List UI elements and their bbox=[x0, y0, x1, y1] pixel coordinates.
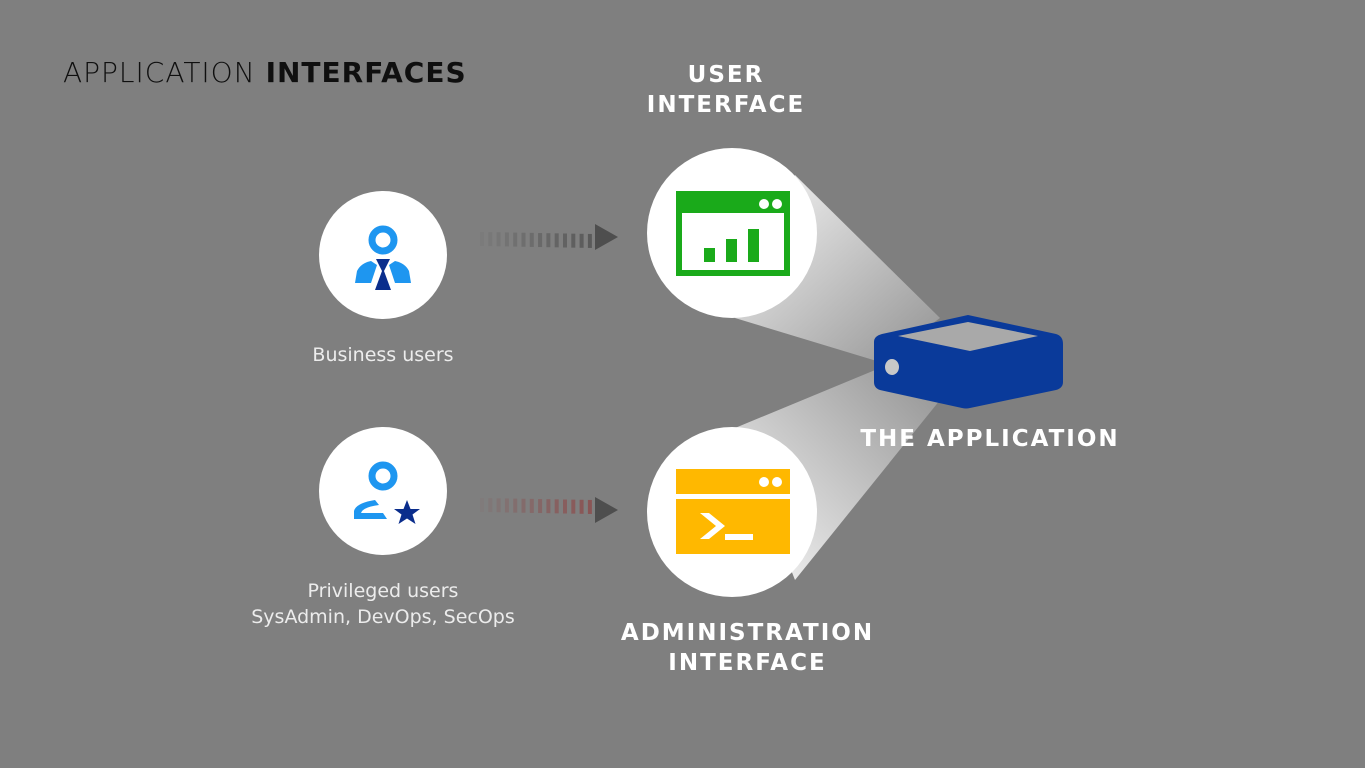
application-label: THE APPLICATION bbox=[860, 426, 1120, 452]
arrow-dash bbox=[480, 232, 484, 246]
business-users-label: Business users bbox=[312, 344, 454, 366]
page-title: APPLICATION INTERFACES bbox=[63, 56, 467, 89]
user-interface-heading-line1: USER bbox=[687, 62, 765, 88]
arrow-dash bbox=[504, 498, 509, 513]
arrow-dash bbox=[587, 499, 592, 514]
privileged-users-roles: SysAdmin, DevOps, SecOps bbox=[251, 606, 515, 628]
user-interface-heading: USER INTERFACE bbox=[620, 60, 832, 120]
privileged-users-label: Privileged users SysAdmin, DevOps, SecOp… bbox=[203, 578, 563, 630]
terminal-window-icon bbox=[676, 469, 790, 554]
admin-interface-circle bbox=[647, 427, 817, 597]
arrow-privileged-to-admin bbox=[480, 497, 618, 523]
arrow-dash bbox=[579, 499, 584, 514]
admin-interface-heading-line1: ADMINISTRATION bbox=[620, 620, 875, 646]
arrow-dash bbox=[587, 233, 592, 248]
arrow-dash bbox=[513, 232, 518, 247]
arrow-dash bbox=[563, 233, 567, 248]
title-prefix: APPLICATION bbox=[63, 56, 256, 89]
arrow-dash bbox=[538, 499, 543, 514]
arrow-dash bbox=[513, 498, 518, 513]
arrow-dash bbox=[554, 233, 559, 248]
privileged-user-circle bbox=[319, 427, 447, 555]
arrow-dash bbox=[546, 233, 551, 248]
title-emphasis: INTERFACES bbox=[265, 56, 467, 89]
arrow-dash bbox=[529, 498, 534, 513]
privileged-user-star-icon bbox=[354, 461, 420, 524]
arrow-dash bbox=[571, 499, 576, 514]
arrow-dash bbox=[529, 232, 534, 247]
server-box-icon bbox=[874, 315, 1063, 409]
admin-interface-heading: ADMINISTRATION INTERFACE bbox=[600, 618, 895, 678]
privileged-users-title: Privileged users bbox=[307, 580, 459, 602]
arrow-dash bbox=[571, 233, 576, 248]
business-user-icon bbox=[355, 225, 411, 290]
dashboard-window-icon bbox=[676, 191, 790, 276]
arrow-dash bbox=[521, 498, 526, 513]
arrow-dash bbox=[496, 498, 501, 513]
arrow-dash bbox=[488, 498, 493, 513]
arrow-dash bbox=[563, 499, 567, 514]
arrow-dash bbox=[521, 232, 526, 247]
user-interface-circle bbox=[647, 148, 817, 318]
star-icon bbox=[394, 500, 420, 524]
arrow-dash bbox=[554, 499, 559, 514]
user-interface-heading-line2: INTERFACE bbox=[646, 92, 806, 118]
business-user-circle bbox=[319, 191, 447, 319]
arrow-dash bbox=[488, 232, 493, 247]
arrow-business-to-ui bbox=[480, 224, 618, 250]
admin-interface-heading-line2: INTERFACE bbox=[668, 650, 827, 676]
arrow-dash bbox=[504, 232, 509, 247]
arrow-dash bbox=[496, 232, 501, 247]
arrow-dash bbox=[538, 233, 543, 248]
arrow-dash bbox=[546, 499, 551, 514]
arrow-dash bbox=[480, 498, 484, 512]
arrow-dash bbox=[579, 233, 584, 248]
